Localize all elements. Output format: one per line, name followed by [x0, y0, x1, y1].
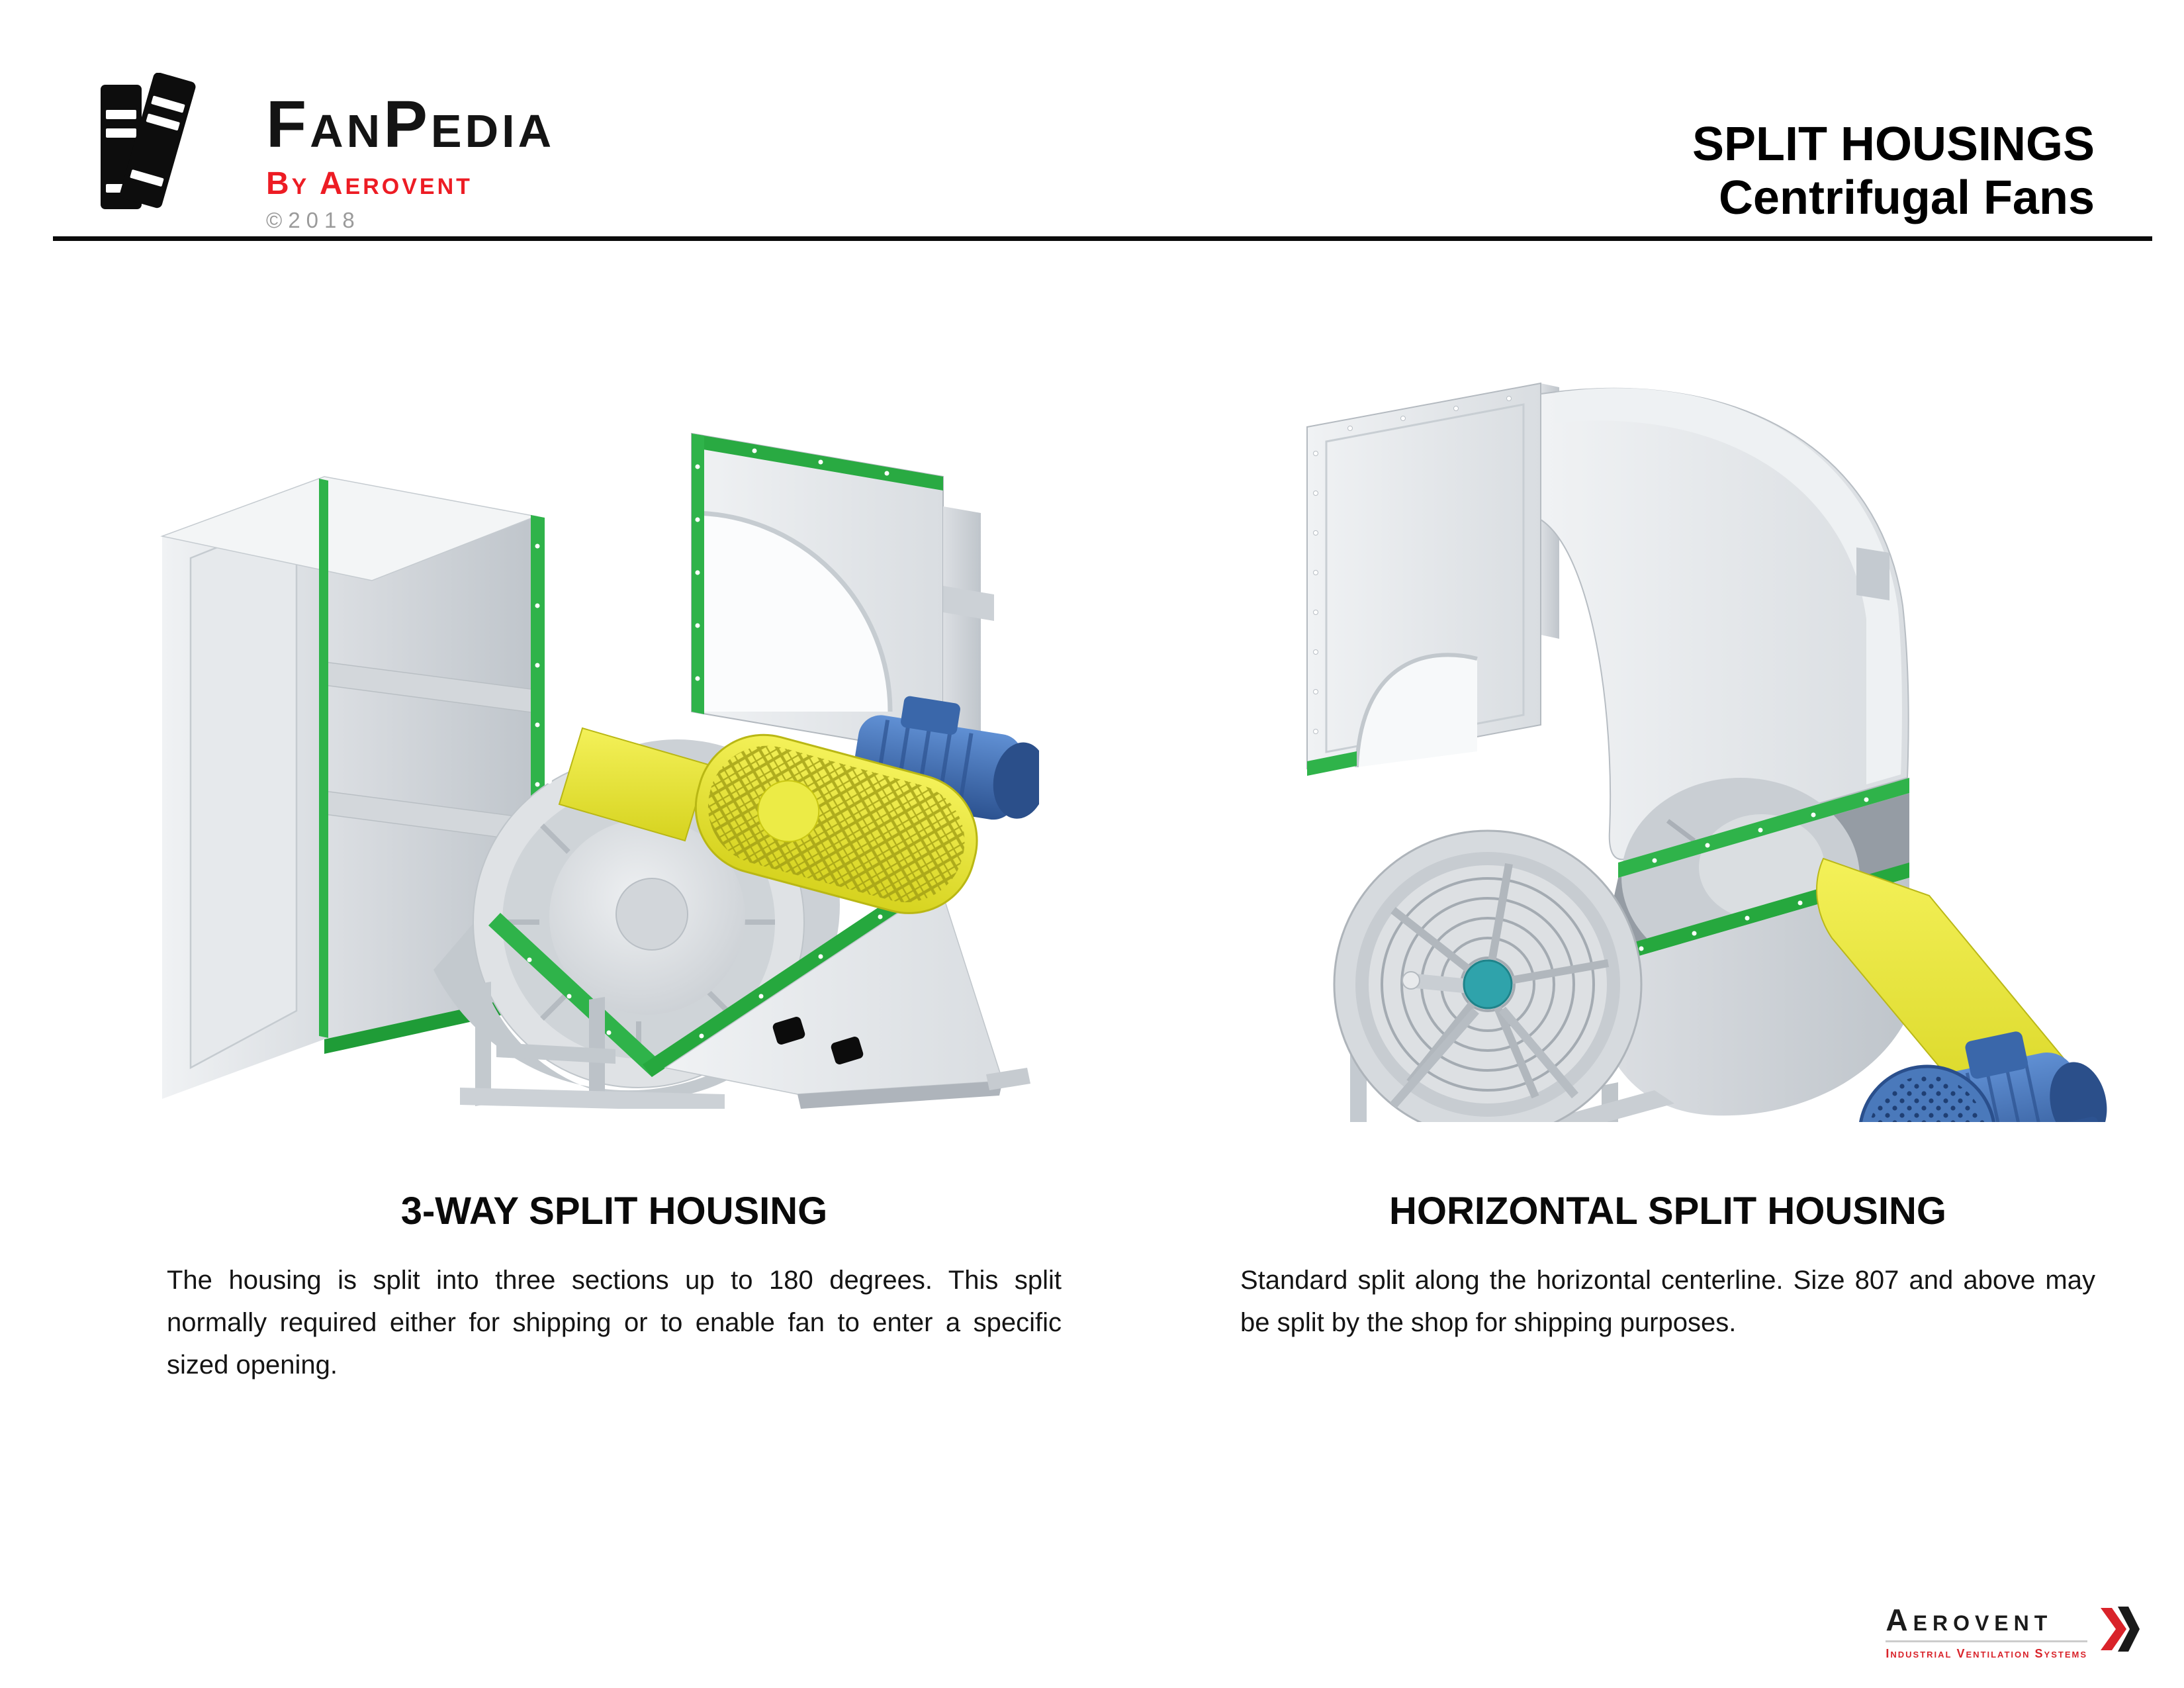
caption-left-title: 3-WAY SPLIT HOUSING	[400, 1190, 828, 1233]
caption-right-title: HORIZONTAL SPLIT HOUSING	[1388, 1190, 1947, 1233]
split-flange-rim	[488, 869, 945, 1077]
scroll-top-half	[1540, 387, 1909, 861]
header-rule	[53, 236, 2152, 241]
brand-name: FanPedia	[266, 87, 555, 162]
caption-right: HORIZONTAL SPLIT HOUSING Standard split …	[1240, 1190, 2095, 1344]
footer-divider	[1886, 1640, 2087, 1642]
page-title: SPLIT HOUSINGS Centrifugal Fans	[1692, 118, 2095, 224]
inlet-guard	[1333, 829, 1643, 1122]
page-title-line2: Centrifugal Fans	[1718, 171, 2095, 224]
caption-right-body: Standard split along the horizontal cent…	[1240, 1265, 2095, 1337]
inlet-box-piece	[160, 476, 545, 1099]
brand-logo: FanPedia By Aerovent ©2018	[266, 91, 555, 231]
brand-copyright: ©2018	[266, 208, 361, 232]
books-icon	[101, 73, 196, 209]
footer-logo-text: Aerovent Industrial Ventilation Systems	[1886, 1605, 2087, 1660]
footer-tagline: Industrial Ventilation Systems	[1886, 1647, 2087, 1660]
caption-left-body: The housing is split into three sections…	[167, 1265, 1062, 1380]
footer-brand-name: Aerovent	[1886, 1603, 2053, 1637]
caption-left: 3-WAY SPLIT HOUSING The housing is split…	[167, 1190, 1062, 1386]
brand-byline: By Aerovent	[266, 166, 473, 201]
page-title-line1: SPLIT HOUSINGS	[1692, 118, 2095, 171]
footer-logo: Aerovent Industrial Ventilation Systems	[1886, 1605, 2140, 1660]
pedestal-base	[460, 884, 1030, 1109]
figure-3-way-split-housing	[160, 432, 1039, 1109]
belt-guard	[558, 727, 978, 914]
scroll-section-piece	[691, 432, 994, 779]
outlet-panel	[1306, 382, 1559, 776]
figure-horizontal-split-housing	[1306, 382, 2107, 1122]
motor	[1859, 1031, 2107, 1122]
double-chevron-icon	[2101, 1607, 2140, 1652]
